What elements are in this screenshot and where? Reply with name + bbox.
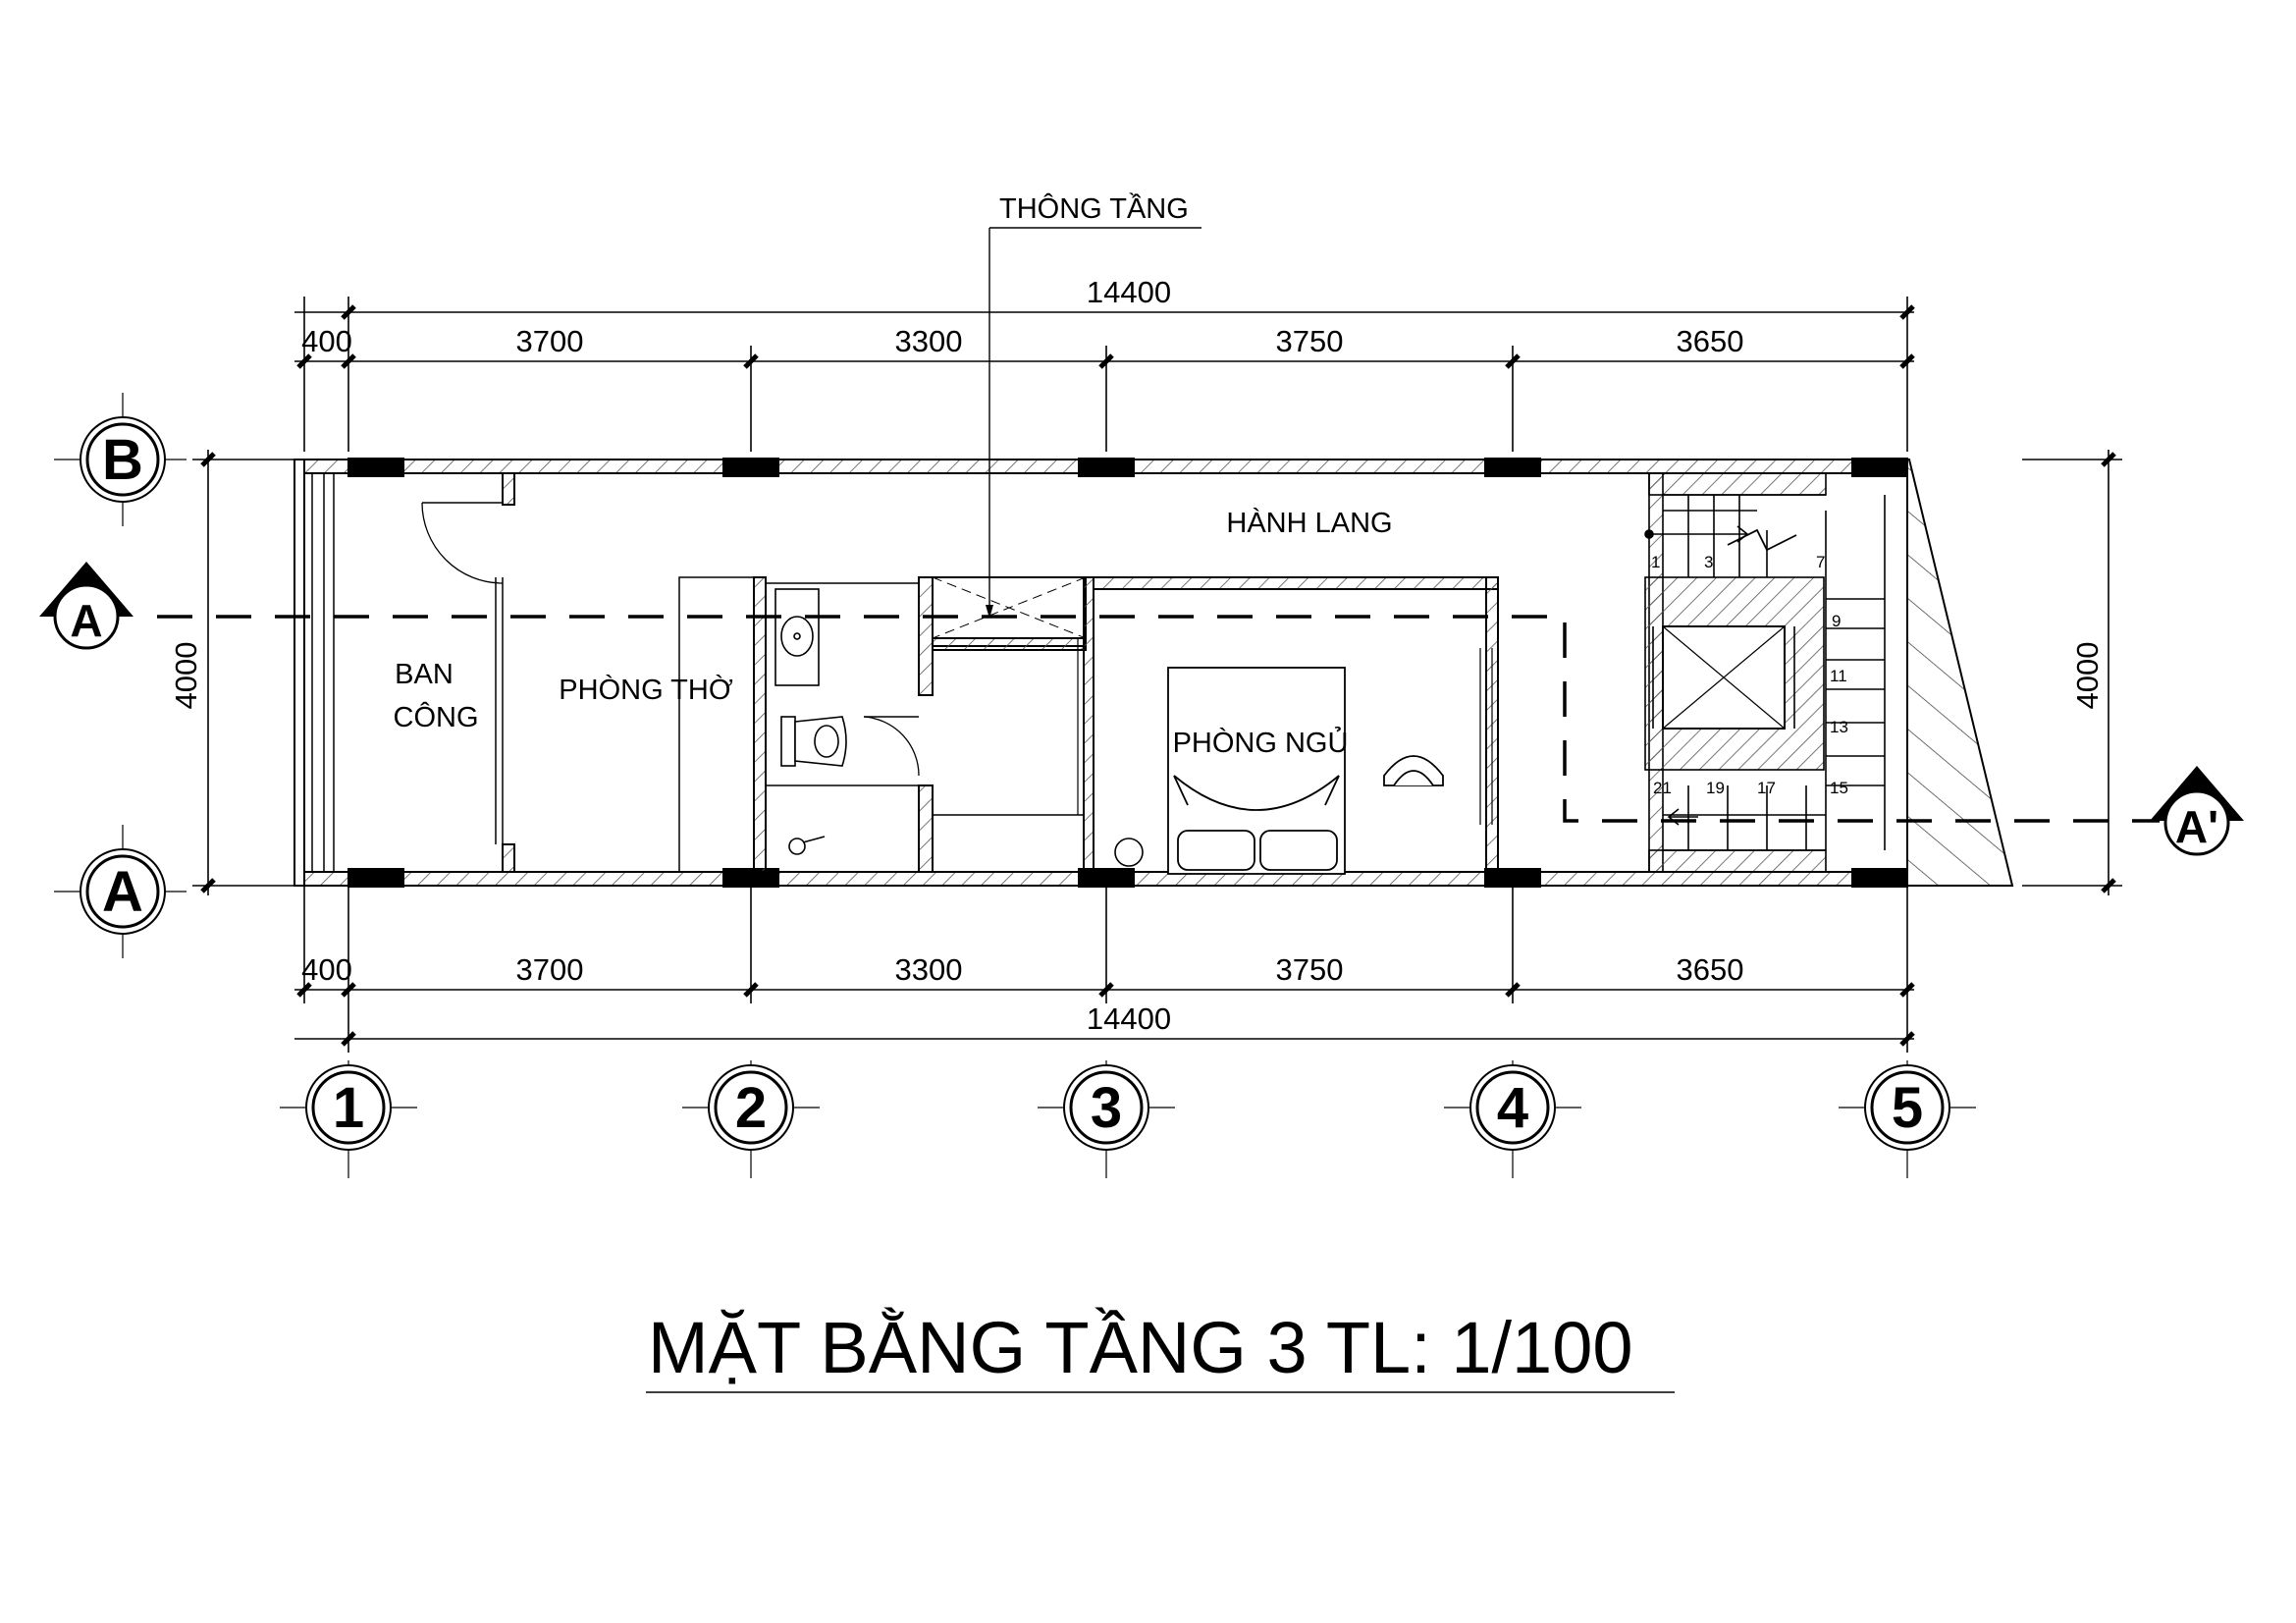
stair-core <box>1644 472 1886 873</box>
armchair <box>1383 755 1444 786</box>
section-marker-right <box>2150 766 2244 856</box>
top-dim-segment: 3300 <box>895 324 963 358</box>
bottom-dim-segment: 400 <box>301 952 352 987</box>
bottom-dim-segment: 3750 <box>1276 952 1344 987</box>
axis-label-row: B <box>102 428 143 492</box>
axis-label-column: 3 <box>1091 1076 1122 1140</box>
stair-step-number: 9 <box>1832 612 1841 630</box>
room-label-altar: PHÒNG THỜ <box>559 674 733 706</box>
axis-label-column: 1 <box>333 1076 364 1140</box>
right-vertical-dimension: 4000 <box>2070 642 2105 710</box>
stair-step-number: 11 <box>1830 667 1847 685</box>
room-label-hallway: HÀNH LANG <box>1226 507 1392 539</box>
bottom-dim-segment: 3300 <box>895 952 963 987</box>
note-label-void: THÔNG TẦNG <box>999 191 1189 225</box>
bottom-dim-segment: 3700 <box>516 952 584 987</box>
top-dim-segment: 3650 <box>1677 324 1744 358</box>
stair-step-number: 7 <box>1816 553 1825 571</box>
bathroom-fixtures <box>774 588 1144 867</box>
axis-bubble-circles <box>80 416 1950 1151</box>
top-dimensions <box>294 297 1915 452</box>
bottom-dimensions <box>294 884 1915 1053</box>
top-total-dimension: 14400 <box>1087 275 1171 309</box>
left-vertical-dimension: 4000 <box>169 642 203 710</box>
drawing-title: MẶT BẰNG TẦNG 3 TL: 1/100 <box>648 1307 1633 1388</box>
axis-label-row: A <box>102 860 143 924</box>
stair-step-number: 3 <box>1704 553 1713 571</box>
section-marker-left <box>39 562 133 650</box>
stair-step-number: 1 <box>1651 553 1660 571</box>
room-label-balcony: CÔNG <box>394 700 479 733</box>
axis-label-column: 2 <box>735 1076 767 1140</box>
top-dim-segment: 3750 <box>1276 324 1344 358</box>
axis-label-column: 5 <box>1892 1076 1923 1140</box>
room-label-balcony: BAN <box>395 659 454 690</box>
vertical-dimensions <box>192 450 2122 895</box>
bottom-total-dimension: 14400 <box>1087 1001 1171 1036</box>
room-label-bedroom: PHÒNG NGỦ <box>1173 726 1349 759</box>
section-cut-line <box>157 615 2160 823</box>
stair-step-number: 21 <box>1653 779 1672 797</box>
note-arrow <box>986 605 993 619</box>
stair-step-number: 13 <box>1830 718 1848 736</box>
stair-step-number: 17 <box>1757 779 1776 797</box>
axis-label-column: 4 <box>1497 1076 1528 1140</box>
stair-step-number: 19 <box>1706 779 1725 797</box>
top-dim-segment: 400 <box>301 324 352 358</box>
interior-walls <box>421 472 1499 873</box>
stair-step-number: 15 <box>1830 779 1848 797</box>
section-label-left: A <box>70 595 102 646</box>
bed <box>1167 667 1346 875</box>
bottom-dim-segment: 3650 <box>1677 952 1744 987</box>
section-label-right: A' <box>2175 801 2218 852</box>
top-dim-segment: 3700 <box>516 324 584 358</box>
